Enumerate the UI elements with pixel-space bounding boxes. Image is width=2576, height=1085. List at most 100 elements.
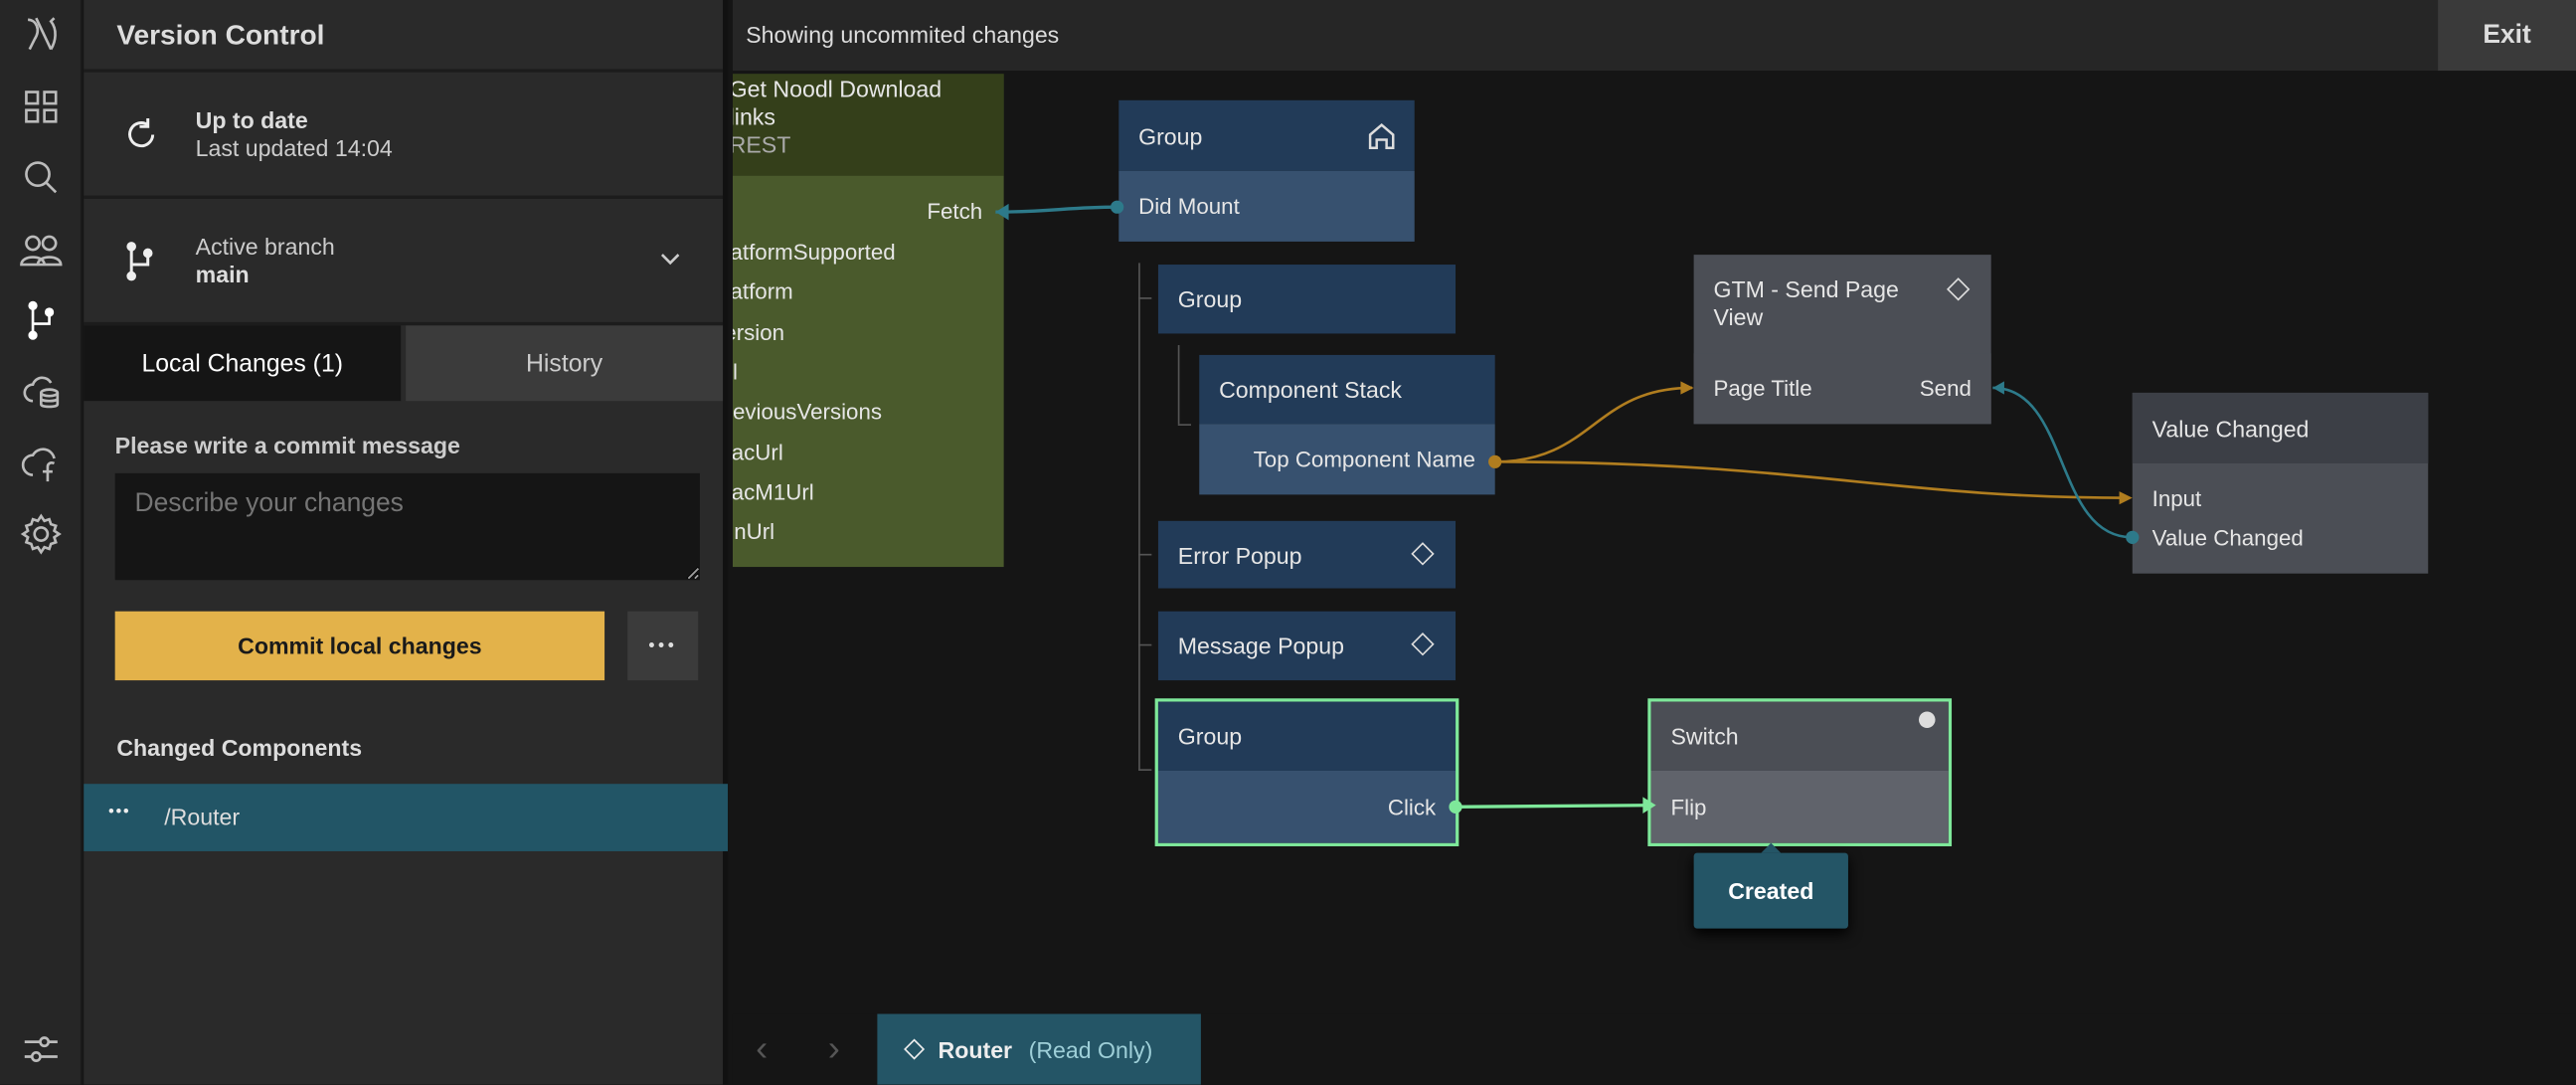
message-popup-node[interactable]: Message Popup (1157, 611, 1457, 681)
commit-message-input[interactable] (114, 472, 700, 581)
tree-tick (1138, 297, 1152, 299)
tree-tick (1138, 769, 1152, 771)
panel-title: Version Control (84, 0, 724, 73)
node-title: Group (1157, 701, 1457, 771)
port-output[interactable]: url (732, 359, 738, 385)
tree-tick (1177, 424, 1191, 426)
arrow-head (1642, 797, 1656, 814)
settings-gear-icon[interactable] (20, 513, 63, 556)
branch-icon (126, 242, 153, 281)
noodl-logo-icon[interactable] (20, 13, 63, 56)
connection-valuechanged-send (1992, 386, 2133, 539)
branch-label: Active branch (195, 233, 335, 261)
branch-selector[interactable]: Active branch main (84, 199, 724, 326)
node-title: Group (1157, 265, 1457, 334)
port-output[interactable]: platform (733, 279, 793, 305)
port-value-changed[interactable]: Value Changed (2151, 525, 2304, 551)
node-canvas[interactable]: Get Noodl Download links REST Fetch plat… (732, 71, 2576, 1013)
port-output[interactable]: previousVersions (732, 399, 883, 425)
port-input[interactable]: Input (2151, 486, 2202, 511)
connection-didmount-fetch (995, 205, 1117, 214)
node-title: Group (1118, 99, 1415, 171)
connections (995, 200, 2140, 814)
cloud-database-icon[interactable] (20, 370, 63, 413)
tab-history[interactable]: History (406, 325, 724, 402)
node-title: Value Changed (2132, 392, 2429, 463)
icon-rail (0, 0, 83, 1085)
forward-button[interactable]: › (827, 1026, 840, 1069)
status-title: Up to date (195, 106, 308, 133)
port-flip[interactable]: Flip (1670, 795, 1707, 820)
users-icon[interactable] (20, 229, 63, 271)
port-dot (1111, 200, 1124, 214)
tree-tick (1138, 553, 1152, 556)
tree-line (1138, 263, 1140, 771)
sliders-icon[interactable] (20, 1027, 63, 1070)
canvas-banner: Showing uncommited changes Exit (732, 0, 2576, 72)
port-did-mount[interactable]: Did Mount (1138, 193, 1240, 219)
group-changed-node[interactable]: Group Click (1154, 698, 1460, 846)
banner-text: Showing uncommited changes (746, 21, 1060, 48)
group-node[interactable]: Group (1157, 265, 1457, 334)
node-title: Error Popup (1157, 520, 1457, 589)
read-only-label: (Read Only) (1028, 1035, 1153, 1063)
component-tab-router[interactable]: Router (Read Only) (877, 1013, 1201, 1085)
error-popup-node[interactable]: Error Popup (1157, 520, 1457, 589)
changed-component-row[interactable]: ••• /Router (84, 784, 729, 851)
connection-name-input (1494, 460, 2130, 499)
tooltip-arrow (1761, 842, 1782, 853)
port-page-title[interactable]: Page Title (1713, 376, 1812, 402)
port-output[interactable]: platformSupported (733, 240, 896, 266)
arrow-head (1992, 381, 2004, 395)
port-send[interactable]: Send (1919, 376, 1972, 402)
more-options-button[interactable]: ••• (627, 611, 699, 681)
status-subtitle: Last updated 14:04 (195, 134, 393, 161)
connection-click-flip (1456, 804, 1648, 809)
port-output[interactable]: macUrl (732, 440, 783, 464)
back-button[interactable]: ‹ (756, 1026, 769, 1069)
gtm-node[interactable]: GTM - Send Page View Page Title Send (1693, 255, 1991, 425)
port-top-component-name[interactable]: Top Component Name (1253, 447, 1475, 472)
node-title: Switch (1650, 701, 1949, 771)
port-output[interactable]: winUrl (733, 519, 775, 545)
branch-name: main (195, 261, 250, 288)
rest-node[interactable]: Get Noodl Download links REST Fetch plat… (732, 74, 1004, 568)
node-title: GTM - Send Page View (1713, 275, 1899, 331)
port-output[interactable]: macM1Url (733, 479, 814, 504)
version-control-panel: Version Control Up to date Last updated … (84, 0, 729, 1085)
home-icon (1368, 122, 1395, 149)
search-icon[interactable] (20, 156, 63, 199)
tabs: Local Changes (1) History (84, 325, 724, 402)
chevron-down-icon[interactable] (659, 252, 682, 269)
tree-line (1177, 345, 1180, 425)
commit-message-label: Please write a commit message (114, 432, 460, 459)
node-title: Component Stack (1199, 354, 1495, 425)
switch-node[interactable]: Switch Flip (1647, 698, 1953, 846)
arrow-head (995, 203, 1009, 221)
port-fetch[interactable]: Fetch (927, 198, 983, 224)
refresh-icon[interactable] (123, 116, 159, 152)
commit-button[interactable]: Commit local changes (114, 611, 605, 681)
sync-status: Up to date Last updated 14:04 (84, 73, 724, 199)
cloud-function-icon[interactable] (20, 442, 63, 484)
port-output[interactable]: version (733, 319, 785, 345)
tree-tick (1138, 643, 1152, 646)
component-stack-node[interactable]: Component Stack Top Component Name (1199, 354, 1495, 495)
component-path: /Router (164, 804, 241, 830)
component-diamond-icon (904, 1038, 926, 1060)
components-grid-icon[interactable] (20, 86, 63, 128)
changed-components-title: Changed Components (116, 734, 363, 762)
group-root-node[interactable]: Group Did Mount (1118, 99, 1415, 242)
exit-button[interactable]: Exit (2438, 0, 2576, 72)
port-click[interactable]: Click (1387, 795, 1437, 820)
component-name: Router (938, 1035, 1013, 1063)
version-control-branch-icon[interactable] (20, 299, 63, 342)
node-type: REST (732, 131, 791, 158)
node-title: Message Popup (1157, 611, 1457, 681)
tab-local-changes[interactable]: Local Changes (1) (84, 325, 402, 402)
created-tooltip: Created (1693, 852, 1848, 929)
row-more-icon[interactable]: ••• (108, 804, 131, 822)
port-dot (1449, 800, 1462, 814)
